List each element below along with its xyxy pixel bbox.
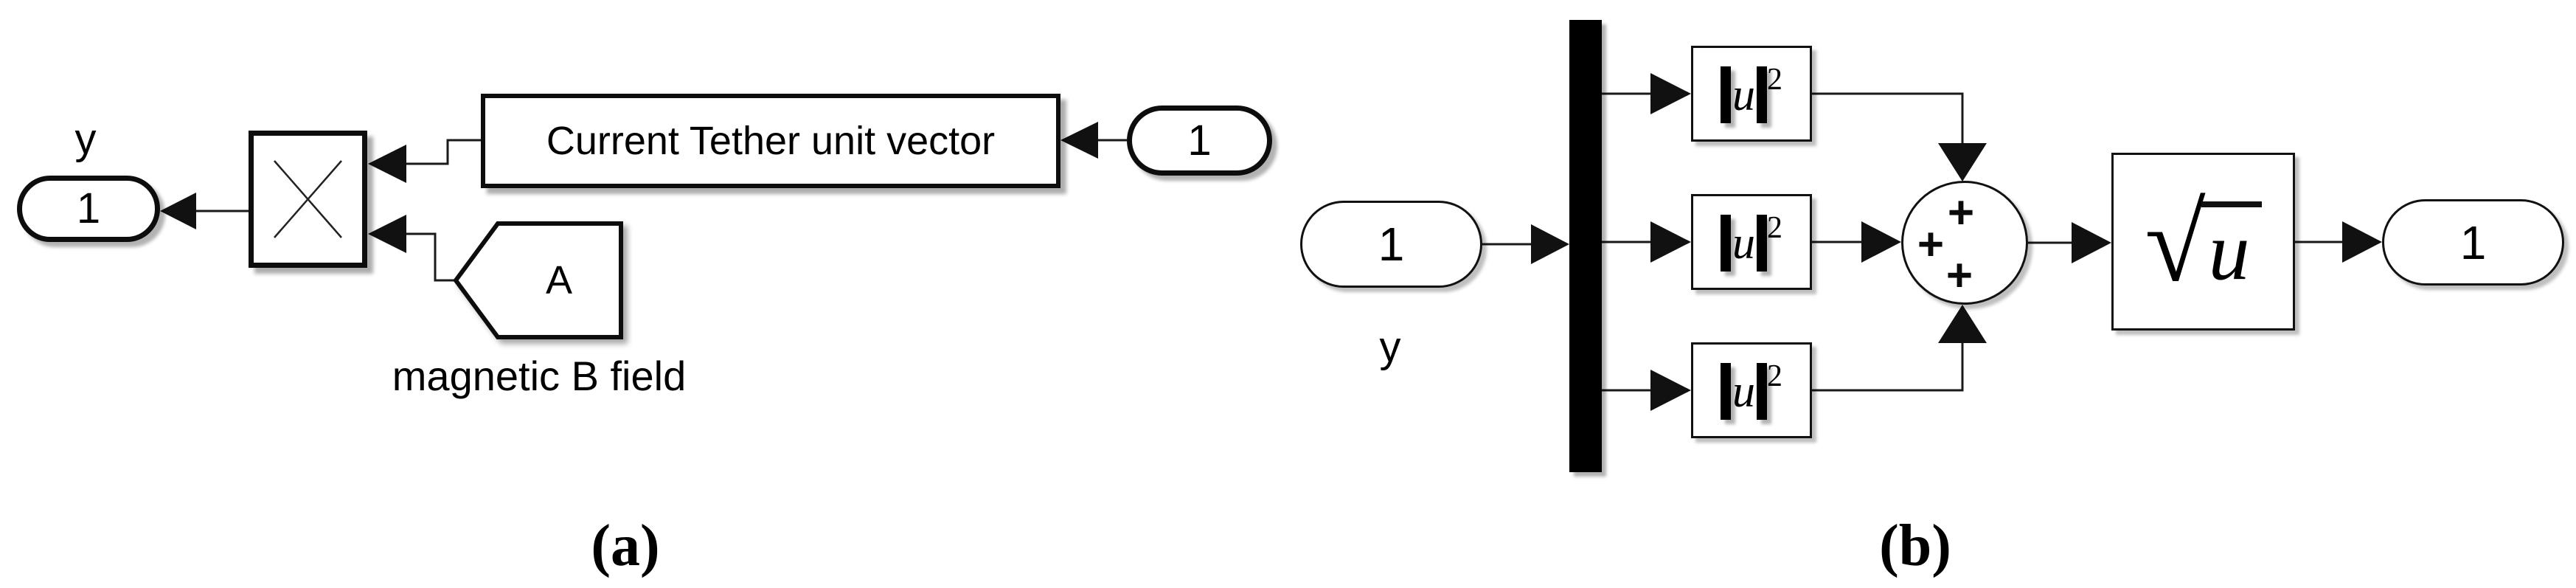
sum-plus-sign: + (1945, 250, 1973, 301)
arrowhead-product-input2 (368, 215, 406, 253)
exponent: 2 (1767, 63, 1783, 97)
abs-bar: | (1757, 215, 1768, 271)
arrowhead-into-unitvector (1060, 122, 1098, 159)
radicand: u (2201, 201, 2262, 293)
arrowhead-into-outport-a (160, 193, 196, 229)
exponent: 2 (1767, 211, 1783, 246)
from-tag-letter: A (545, 258, 573, 302)
abs-bar: | (1757, 66, 1768, 123)
abs-bar: | (1720, 66, 1731, 123)
exponent: 2 (1767, 359, 1783, 394)
sum-plus-sign: + (1947, 187, 1975, 238)
arrowhead-into-sqrt (2072, 222, 2111, 263)
magnitude-squared-block-mid[interactable]: |u|2 (1691, 194, 1812, 290)
outport-oval-b[interactable]: 1 (2382, 199, 2564, 286)
arrowhead-into-usq-top (1650, 73, 1691, 114)
wire-fromtag-to-product (405, 232, 456, 282)
caption-b: (b) (1879, 513, 1951, 578)
signal-label-y-b: y (1379, 323, 1401, 371)
sum-plus-sign: + (1917, 219, 1945, 270)
demux-bar[interactable] (1569, 20, 1602, 472)
caption-a: (a) (591, 513, 660, 578)
sum-block[interactable]: + + + (1901, 181, 2028, 305)
inport-oval-a[interactable]: 1 (1127, 106, 1272, 176)
from-tag-block[interactable] (451, 219, 628, 345)
abs-bar: | (1720, 215, 1731, 271)
arrowhead-sum-top (1938, 143, 1987, 181)
arrowhead-into-usq-bottom (1650, 370, 1691, 411)
cross-product-x-icon (274, 160, 342, 238)
from-tag-caption: magnetic B field (392, 353, 687, 399)
outport-oval-a[interactable]: 1 (17, 176, 160, 242)
arrowhead-into-usq-mid (1650, 221, 1691, 263)
inport-number-a: 1 (1187, 116, 1212, 165)
arrowhead-into-demux (1531, 224, 1569, 264)
magnitude-squared-block-bottom[interactable]: |u|2 (1691, 342, 1812, 438)
cross-product-block[interactable] (249, 131, 367, 268)
arrowhead-product-input1 (368, 145, 406, 183)
unit-vector-block-label: Current Tether unit vector (546, 119, 996, 163)
arrowhead-sum-bottom (1938, 305, 1987, 343)
u-variable: u (1732, 218, 1755, 269)
unit-vector-block[interactable]: Current Tether unit vector (481, 94, 1060, 188)
arrowhead-sum-left (1861, 221, 1901, 263)
u-variable: u (1732, 70, 1755, 120)
magnitude-squared-block-top[interactable]: |u|2 (1691, 46, 1812, 142)
inport-oval-b[interactable]: 1 (1300, 201, 1482, 288)
wire-unitvector-to-product (405, 139, 481, 165)
outport-number-b: 1 (2459, 215, 2487, 269)
abs-bar: | (1757, 363, 1768, 420)
arrowhead-into-outport-b (2342, 221, 2382, 263)
u-variable: u (1732, 367, 1755, 417)
inport-number-b: 1 (1378, 218, 1405, 271)
sqrt-block[interactable]: √ u (2111, 153, 2295, 331)
wire-usq-bottom-to-sum (1812, 340, 1964, 392)
radical-sign-icon: √ (2145, 182, 2206, 305)
outport-number-a: 1 (76, 184, 101, 232)
abs-bar: | (1720, 363, 1731, 420)
signal-label-y-a: y (74, 115, 97, 163)
wire-usq-top-to-sum (1812, 92, 1964, 146)
